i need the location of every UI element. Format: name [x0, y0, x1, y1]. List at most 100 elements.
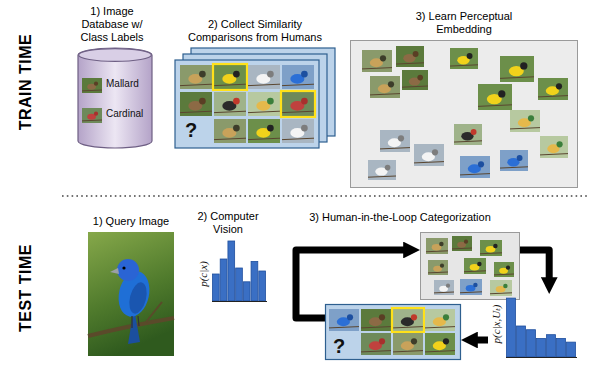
thumbnail-ground — [248, 65, 280, 89]
perch — [214, 84, 246, 85]
bird-thumbnail — [180, 92, 212, 116]
histogram-bar — [547, 335, 556, 357]
perch — [434, 292, 454, 294]
bird-thumbnail — [380, 130, 410, 152]
step-heading: 2) Computer Vision — [188, 210, 268, 236]
bird-head — [301, 125, 308, 132]
section-label: TEST TIME — [18, 244, 34, 332]
embedding-panel: 3) Learn Perceptual Embedding — [350, 40, 578, 188]
bird-head — [379, 314, 385, 320]
perch — [393, 327, 423, 328]
histogram-bar — [517, 326, 526, 357]
bird-thumbnail — [214, 119, 246, 143]
perch — [214, 138, 246, 139]
bird-head — [267, 98, 274, 105]
bird-head — [301, 71, 308, 78]
bird-thumbnail — [392, 308, 424, 332]
bird-thumbnail — [248, 119, 280, 143]
histogram-bar — [251, 261, 258, 301]
perch — [282, 84, 314, 85]
histogram-bar — [213, 274, 220, 301]
selection-highlight — [281, 91, 315, 117]
thumbnail-ground — [490, 280, 512, 296]
bird-head — [493, 244, 497, 248]
histogram-bar — [557, 338, 566, 357]
bird-head — [233, 125, 240, 132]
bird-thumbnail — [510, 110, 540, 132]
bird-thumbnail — [248, 92, 280, 116]
thumbnail-ground — [282, 119, 314, 143]
embedding-box: 3) Human-in-the-Loop Categorization — [420, 232, 520, 300]
step-heading: 1) Query Image — [76, 215, 186, 228]
bird-thumbnail — [214, 92, 246, 116]
bird-thumbnail — [454, 124, 482, 145]
thumbnail-ground — [368, 160, 396, 180]
perch — [500, 167, 528, 168]
thumbnail-ground — [282, 92, 314, 116]
perch — [426, 250, 448, 252]
embedding-drawing — [420, 232, 520, 300]
bird-head — [380, 55, 386, 61]
cylinder-body — [78, 48, 152, 148]
bird-head — [398, 135, 404, 141]
thumbnail-ground — [510, 110, 540, 132]
perch — [510, 128, 540, 129]
step-heading: 3) Learn Perceptual Embedding — [399, 10, 529, 36]
bird-thumbnail — [82, 78, 102, 93]
comparison-card-stack — [175, 48, 335, 148]
cylinder-top — [79, 49, 152, 62]
perch — [282, 111, 314, 112]
perch — [396, 63, 424, 64]
perch — [370, 94, 400, 95]
thumbnail-ground — [248, 92, 280, 116]
thumbnail-ground — [425, 333, 455, 355]
thumbnail-ground — [500, 150, 528, 171]
bird-head — [473, 283, 477, 287]
bird-head — [439, 242, 443, 246]
bird-head — [443, 338, 449, 344]
histogram-bar — [243, 282, 250, 301]
thumbnail-ground — [82, 108, 102, 123]
bird-thumbnail — [402, 70, 428, 90]
thumbnail-ground — [180, 92, 212, 116]
bird-thumbnail — [426, 238, 448, 254]
bird-head — [517, 155, 523, 161]
perch — [460, 174, 490, 175]
embedding-drawing — [350, 40, 578, 188]
perch — [180, 84, 212, 85]
bird-head — [556, 83, 562, 89]
bird-thumbnail — [281, 91, 315, 117]
perch — [393, 351, 423, 352]
perch — [380, 148, 410, 149]
bird-head — [233, 71, 240, 78]
perch — [500, 77, 534, 79]
bird-thumbnail — [396, 46, 424, 67]
bird-thumbnail — [368, 160, 396, 180]
comparison-stack: 2) Collect Similarity Comparisons from H… — [175, 48, 335, 148]
cycle-arrow — [476, 337, 488, 344]
perch — [540, 154, 568, 155]
bird-thumbnail — [82, 108, 102, 123]
thumbnail-ground — [393, 333, 423, 355]
thumbnail-ground — [248, 119, 280, 143]
question-mark: ? — [185, 120, 197, 140]
thumbnail-ground — [180, 65, 212, 89]
comparison-card: ? — [325, 304, 461, 360]
bird-head — [379, 338, 385, 344]
thumbnail-ground — [402, 70, 428, 90]
histogram-bar — [567, 342, 576, 357]
bird-head — [267, 71, 274, 78]
thumbnail-ground — [480, 240, 502, 256]
perch — [460, 291, 482, 293]
cycle-arrow — [520, 250, 549, 279]
thumbnail-ground — [214, 65, 246, 89]
step-heading: 3) Human-in-the-Loop Categorization — [275, 211, 525, 224]
perch — [414, 162, 444, 163]
thumbnail-ground — [361, 333, 391, 355]
bird-head — [477, 262, 481, 266]
query-image: 1) Query Image — [88, 232, 174, 356]
bird-thumbnail — [414, 144, 444, 166]
bird-head — [471, 129, 477, 135]
perch — [361, 351, 391, 352]
